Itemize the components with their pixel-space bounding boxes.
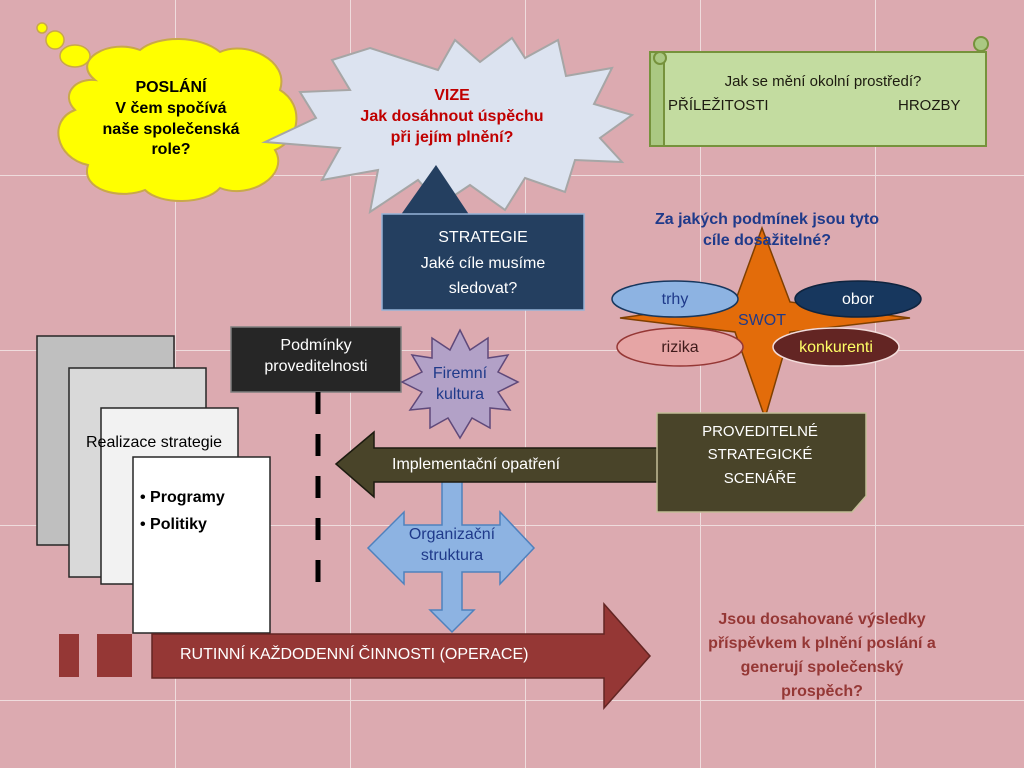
- realization-item-1-label: Programy: [150, 489, 225, 506]
- mission-line-2: naše společenská: [102, 120, 240, 138]
- mission-title: POSLÁNÍ: [135, 79, 207, 96]
- mission-text: POSLÁNÍ V čem spočívá naše společenská r…: [86, 78, 256, 161]
- culture-text: Firemní kultura: [410, 364, 510, 406]
- scenarios-box: [656, 412, 867, 513]
- routine-dash-2: [97, 634, 132, 677]
- grid-line: [0, 350, 1024, 351]
- grid-line: [525, 0, 526, 768]
- swot-markets-label: trhy: [661, 291, 689, 308]
- mission-line-1: V čem spočívá: [115, 99, 227, 117]
- mission-line-3: role?: [151, 141, 191, 159]
- vision-title: VIZE: [434, 87, 470, 104]
- realization-item-2-label: Politiky: [150, 516, 207, 533]
- strategy-text: STRATEGIE Jaké cíle musíme sledovat?: [384, 225, 582, 302]
- feasibility-line-2: proveditelnosti: [264, 357, 368, 375]
- strategy-title: STRATEGIE: [438, 229, 528, 246]
- grid-line: [875, 0, 876, 768]
- results-line-1: Jsou dosahované výsledky: [718, 611, 926, 628]
- results-line-2: příspěvkem k plnění poslání a: [708, 635, 936, 652]
- environment-question: Jak se mění okolní prostředí?: [724, 73, 922, 90]
- swot-label: SWOT: [738, 312, 786, 329]
- scenarios-text: PROVEDITELNÉ STRATEGICKÉ SCENÁŘE: [660, 420, 860, 490]
- feasibility-text: Podmínky proveditelnosti: [231, 336, 401, 378]
- swot-competitors-label: konkurenti: [799, 339, 873, 356]
- environment-scroll: [649, 36, 989, 147]
- opportunities-label: PŘÍLEŽITOSTI: [668, 97, 769, 114]
- vision-line-1: Jak dosáhnout úspěchu: [360, 107, 544, 125]
- conditions-line-1: Za jakých podmínek jsou tyto: [654, 211, 880, 228]
- vision-starburst: [261, 36, 635, 215]
- grid-line: [700, 0, 701, 768]
- vision-text: VIZE Jak dosáhnout úspěchu při jejím pln…: [332, 86, 572, 148]
- conditions-line-2: cíle dosažitelné?: [702, 231, 832, 249]
- realization-item-2: • Politiky: [140, 516, 207, 533]
- results-line-4: prospěch?: [781, 683, 863, 700]
- scenarios-line-3: SCENÁŘE: [723, 469, 797, 487]
- org-structure-line-2: struktura: [420, 546, 484, 564]
- swot-oval-risks: [616, 327, 744, 367]
- feasibility-box: [230, 326, 402, 393]
- swot-oval-markets: [611, 280, 739, 318]
- culture-starburst: [400, 328, 520, 440]
- results-line-3: generují společenský: [740, 659, 904, 676]
- swot-oval-competitors: [772, 327, 900, 367]
- realization-title: Realizace strategie: [86, 434, 223, 451]
- routine-label: RUTINNÍ KAŽDODENNÍ ČINNOSTI (OPERACE): [180, 646, 529, 663]
- swot-oval-field: [794, 280, 922, 318]
- page-stack-top: [132, 456, 271, 634]
- mission-cloud: [36, 22, 298, 202]
- vision-line-2: při jejím plnění?: [390, 128, 514, 146]
- feasibility-line-1: Podmínky: [280, 337, 352, 354]
- routine-arrow: [151, 602, 652, 710]
- scenarios-line-2: STRATEGICKÉ: [707, 446, 813, 464]
- conditions-question: Za jakých podmínek jsou tyto cíle dosaži…: [612, 210, 922, 252]
- routine-dash-1: [59, 634, 79, 677]
- realization-item-1: • Programy: [140, 489, 225, 506]
- swot-field-label: obor: [841, 291, 875, 308]
- scenarios-line-1: PROVEDITELNÉ: [702, 423, 818, 440]
- org-structure-line-1: Organizační: [408, 526, 496, 543]
- strategy-line-2: sledovat?: [448, 280, 518, 298]
- results-question: Jsou dosahované výsledky příspěvkem k pl…: [672, 608, 972, 704]
- culture-line-2: kultura: [435, 385, 485, 403]
- strategy-line-1: Jaké cíle musíme: [420, 254, 546, 272]
- culture-line-1: Firemní: [432, 365, 488, 382]
- implementation-label: Implementační opatření: [392, 456, 561, 473]
- strategy-callout: [381, 165, 585, 311]
- grid-line: [0, 700, 1024, 701]
- swot-risks-label: rizika: [661, 339, 699, 356]
- org-structure-text: Organizační struktura: [392, 525, 512, 567]
- org-structure-arrow: [366, 453, 536, 634]
- threats-label: HROZBY: [898, 97, 961, 114]
